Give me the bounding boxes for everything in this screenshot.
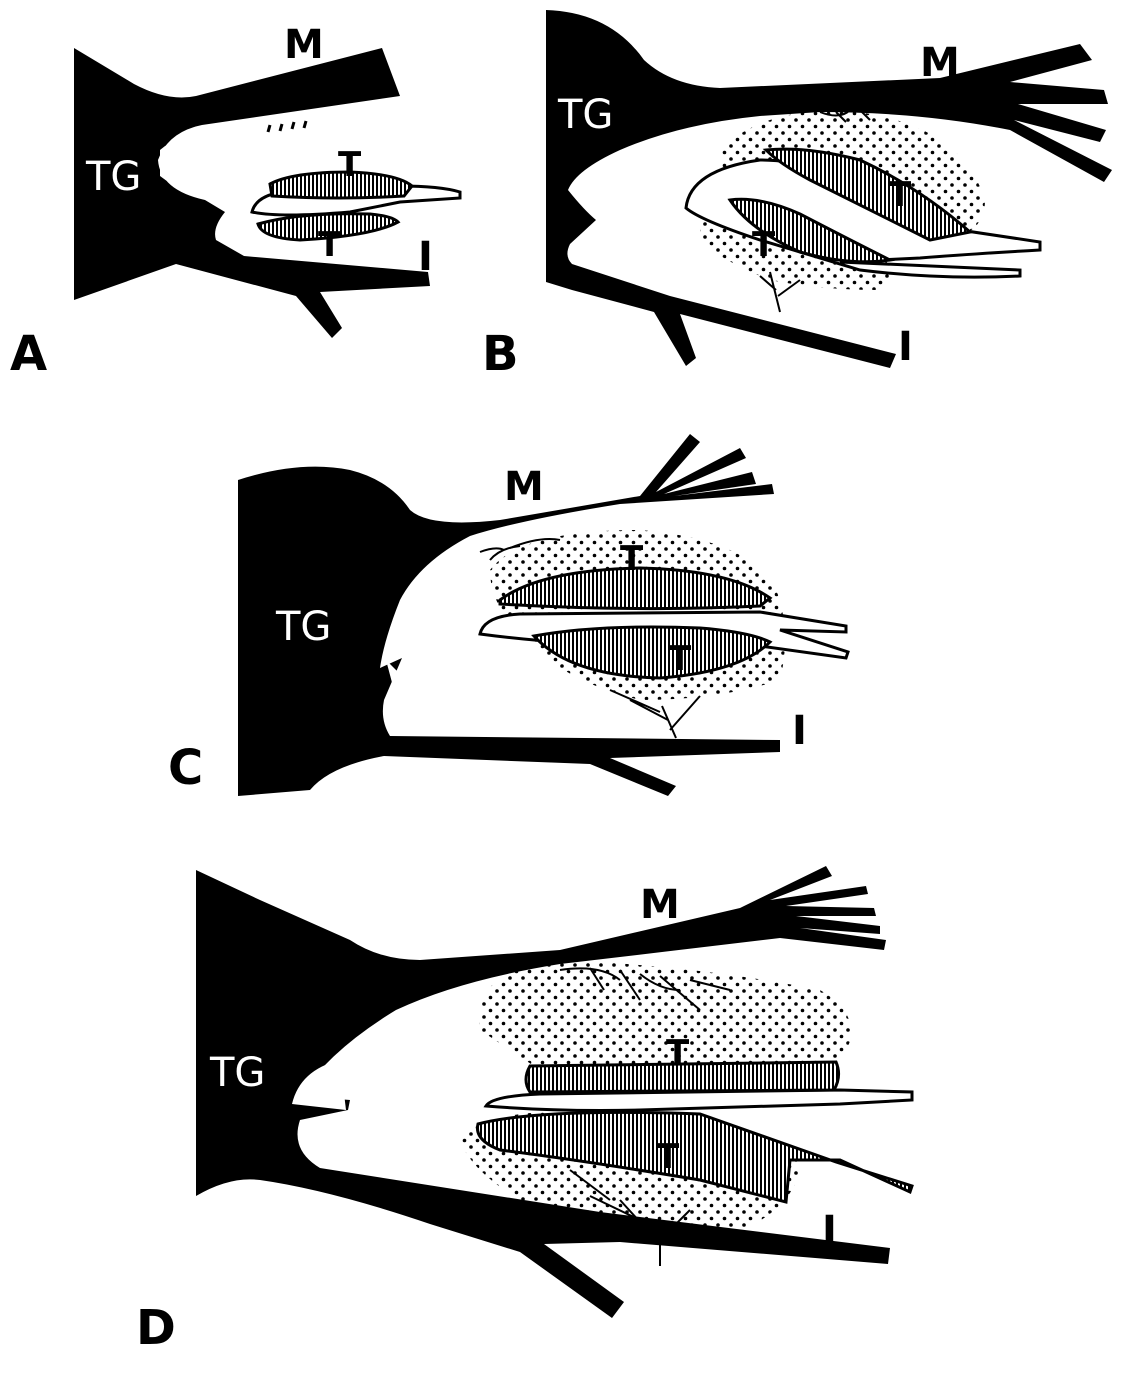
- upper-tooth-label-c: T: [620, 539, 644, 579]
- mandibular-label-a: I: [418, 234, 433, 280]
- mandibular-label-b: I: [898, 324, 913, 370]
- ganglion-label-a: TG: [85, 154, 141, 200]
- mandibular-label-c: I: [792, 708, 807, 754]
- lower-tooth-label-a: T: [318, 225, 342, 265]
- mandibular-label-d: I: [822, 1208, 837, 1254]
- ganglion-label-c: TG: [275, 604, 331, 650]
- lower-tooth-label-c: T: [668, 639, 692, 679]
- ganglion-label-d: TG: [209, 1050, 265, 1096]
- maxillary-label-b: M: [920, 40, 960, 86]
- lower-tooth-label-d: T: [656, 1137, 680, 1177]
- panel-d: D TG M I T T: [136, 866, 912, 1356]
- lower-tooth-label-b: T: [752, 225, 776, 265]
- maxillary-label-a: M: [284, 22, 324, 68]
- panel-letter-d: D: [136, 1300, 176, 1356]
- panel-b: B TG M I T T: [482, 10, 1112, 382]
- panel-letter-b: B: [482, 326, 519, 382]
- panel-letter-a: A: [10, 326, 47, 382]
- ganglion-label-b: TG: [557, 92, 613, 138]
- panel-a: A TG M I T T: [10, 22, 460, 382]
- upper-tooth-label-b: T: [888, 175, 912, 215]
- upper-tooth-label-d: T: [666, 1033, 690, 1073]
- maxillary-twigs-a: [268, 121, 306, 132]
- maxillary-label-c: M: [504, 464, 544, 510]
- panel-letter-c: C: [168, 740, 203, 796]
- panel-c: C TG M I T T: [168, 434, 848, 796]
- upper-tooth-label-a: T: [338, 145, 362, 185]
- maxillary-label-d: M: [640, 882, 680, 928]
